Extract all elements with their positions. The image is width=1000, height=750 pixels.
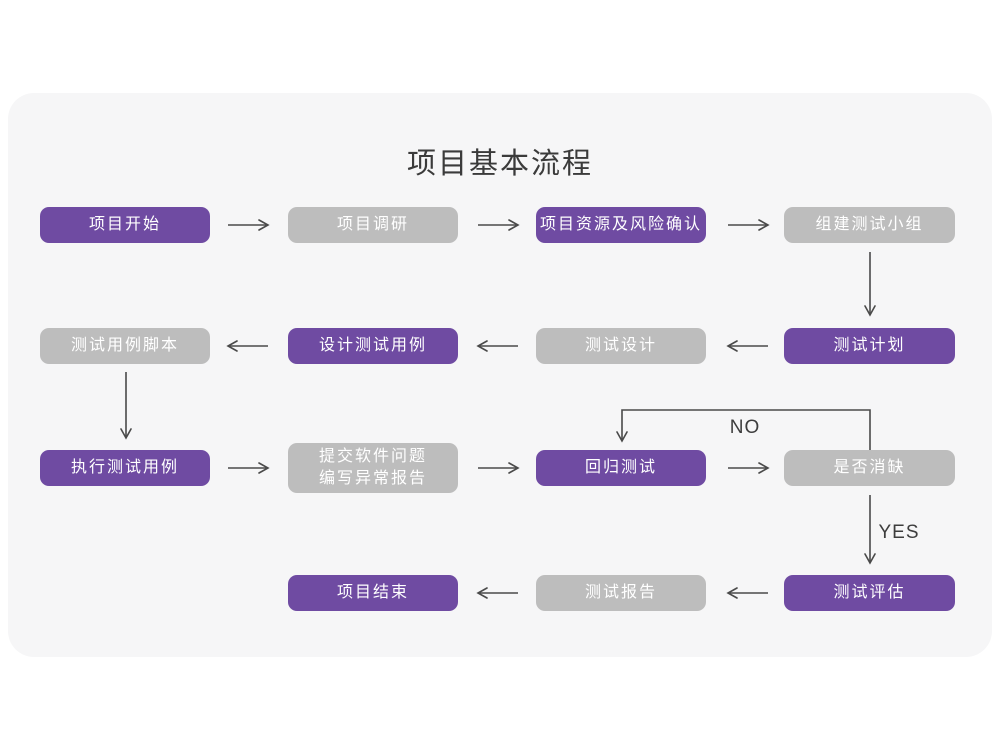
flow-node-label: 项目结束 [336,584,409,601]
flow-node-label: 组建测试小组 [815,216,924,233]
edge-label-yes: YES [878,522,920,543]
flow-node-test-design: 测试设计 [536,328,706,364]
flow-node-test-case-script: 测试用例脚本 [40,328,210,364]
flow-node-project-research: 项目调研 [288,207,458,243]
flow-node-label: 测试报告 [584,584,657,601]
flow-node-label: 编写异常报告 [318,470,427,487]
flow-node-label: 执行测试用例 [70,459,179,476]
flow-node-defect-cleared: 是否消缺 [784,450,955,486]
flow-node-label: 测试用例脚本 [70,337,179,354]
flow-node-label: 测试设计 [584,337,657,354]
flow-node-run-test-cases: 执行测试用例 [40,450,210,486]
flow-node-project-end: 项目结束 [288,575,458,611]
edge-label-no: NO [729,417,761,438]
flow-node-project-start: 项目开始 [40,207,210,243]
flow-node-design-test-cases: 设计测试用例 [288,328,458,364]
flow-node-label: 测试计划 [833,337,906,354]
flow-node-label: 回归测试 [584,459,657,476]
flow-node-test-plan: 测试计划 [784,328,955,364]
flow-node-build-test-team: 组建测试小组 [784,207,955,243]
diagram-panel [8,93,992,657]
flow-node-test-evaluation: 测试评估 [784,575,955,611]
flow-edge-defect-no-loop [616,409,871,450]
flow-node-label: 设计测试用例 [318,337,427,354]
flow-node-label: 提交软件问题 [318,448,427,465]
flow-node-test-report: 测试报告 [536,575,706,611]
flow-node-label: 测试评估 [833,584,906,601]
flow-node-submit-issues: 提交软件问题编写异常报告 [288,443,458,493]
flow-node-label: 项目资源及风险确认 [539,216,702,233]
flow-node-regression-test: 回归测试 [536,450,706,486]
flow-node-risk-confirm: 项目资源及风险确认 [536,207,706,243]
flow-node-label: 项目开始 [88,216,161,233]
flow-node-label: 是否消缺 [833,459,906,476]
page-title: 项目基本流程 [406,148,593,180]
flow-node-label: 项目调研 [336,216,409,233]
